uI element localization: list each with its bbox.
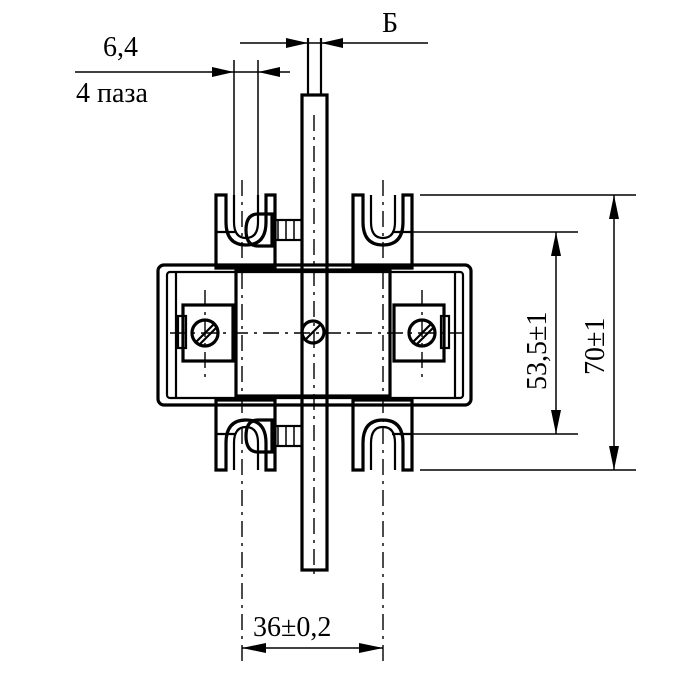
dim-inner-height: 53,5±1 bbox=[402, 231, 578, 435]
dim-outer-height: 70±1 bbox=[420, 194, 636, 471]
outer-height-label: 70±1 bbox=[580, 318, 611, 375]
section-b-label: Б bbox=[382, 8, 398, 39]
center-lines bbox=[170, 115, 462, 665]
dim-section-b: Б bbox=[240, 8, 428, 48]
top-clamp-bolt bbox=[244, 212, 304, 248]
bottom-clamp-bolt bbox=[244, 418, 304, 454]
inner-height-label: 53,5±1 bbox=[522, 312, 553, 390]
slot-count-label: 4 паза bbox=[76, 78, 148, 109]
dim-base-width: 36±0,2 bbox=[242, 612, 383, 653]
slot-width-label: 6,4 bbox=[103, 32, 138, 63]
dim-slot-width: 6,4 4 паза bbox=[75, 32, 290, 222]
base-width-label: 36±0,2 bbox=[253, 612, 331, 643]
